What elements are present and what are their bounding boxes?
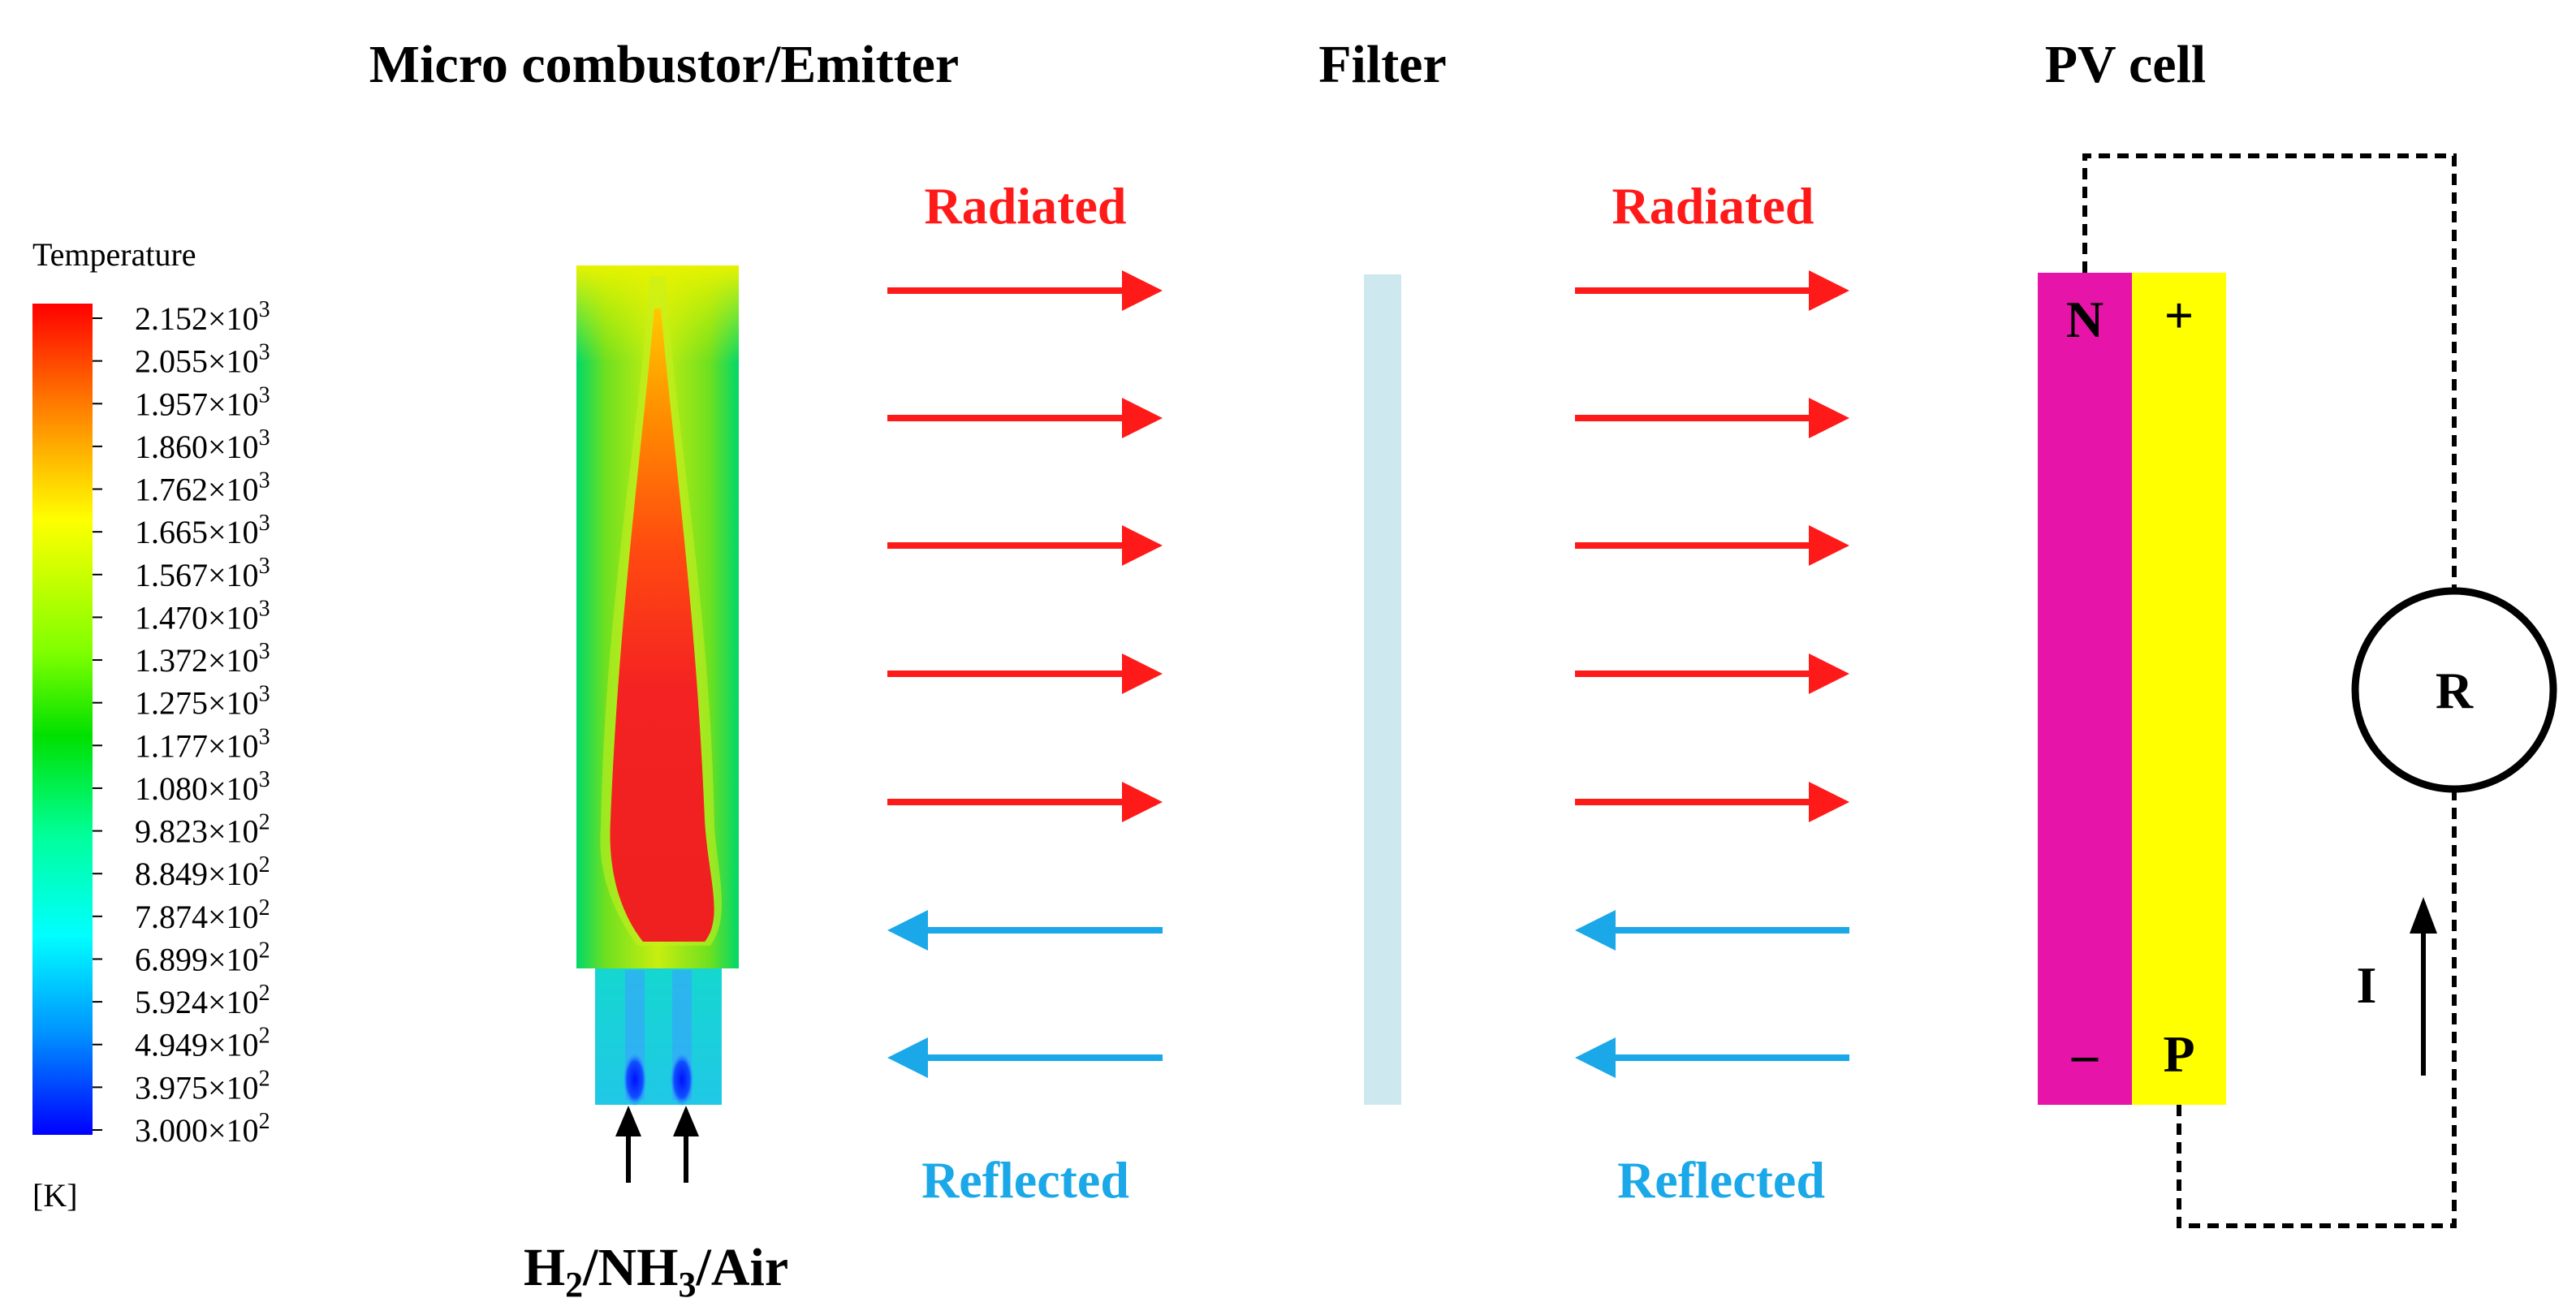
legend-tick-label: 1.275×103 bbox=[135, 682, 270, 722]
legend-tick-label: 2.152×103 bbox=[135, 297, 270, 337]
legend-tick-label: 1.177×103 bbox=[135, 724, 270, 764]
reflected-arrow bbox=[1575, 910, 1616, 951]
inlet-mixture-label: H2/NH3/Air bbox=[524, 1238, 788, 1305]
filter-plate bbox=[1364, 274, 1401, 1105]
inlet-jet-left bbox=[624, 1054, 646, 1106]
legend-title: Temperature bbox=[32, 236, 196, 273]
n-label: N bbox=[2066, 291, 2104, 348]
legend-tick-label: 6.899×102 bbox=[135, 938, 270, 977]
inlet-jet-right bbox=[671, 1054, 693, 1106]
radiated-arrow bbox=[1809, 653, 1849, 694]
circuit-wire-top bbox=[2082, 153, 2457, 591]
legend-tick-label: 3.000×102 bbox=[135, 1109, 270, 1149]
inlet-arrow-left bbox=[615, 1106, 641, 1136]
legend-tick-label: 9.823×102 bbox=[135, 810, 270, 850]
legend-tick-label: 1.470×103 bbox=[135, 596, 270, 636]
legend-tick-label: 8.849×102 bbox=[135, 852, 270, 892]
legend-tick-label: 4.949×102 bbox=[135, 1024, 270, 1063]
radiated-arrow bbox=[1809, 270, 1849, 311]
legend-tick-label: 7.874×102 bbox=[135, 895, 270, 935]
radiated-arrow bbox=[1122, 525, 1163, 566]
pv-p-layer bbox=[2132, 273, 2226, 1105]
combustor-header: Micro combustor/Emitter bbox=[369, 35, 959, 94]
flame-core bbox=[610, 308, 714, 942]
reflected-arrow bbox=[1575, 1037, 1616, 1078]
radiated-label-left: Radiated bbox=[925, 177, 1127, 235]
filter-header: Filter bbox=[1318, 35, 1447, 94]
external-circuit: R I bbox=[2082, 153, 2557, 1228]
legend-unit: [K] bbox=[32, 1177, 78, 1214]
p-label: P bbox=[2163, 1025, 2194, 1083]
minus-label: – bbox=[2071, 1025, 2099, 1083]
plus-label: + bbox=[2164, 287, 2194, 344]
reflected-label-right: Reflected bbox=[1617, 1151, 1825, 1209]
resistor-circle bbox=[2351, 587, 2557, 793]
radiated-label-right: Radiated bbox=[1612, 177, 1814, 235]
current-label: I bbox=[2357, 956, 2377, 1014]
reflected-label-left: Reflected bbox=[921, 1151, 1129, 1209]
current-arrow bbox=[2410, 897, 2437, 934]
legend-tick-label: 1.665×103 bbox=[135, 511, 270, 550]
legend-tick-label: 3.975×102 bbox=[135, 1066, 270, 1106]
radiated-arrow bbox=[1809, 525, 1849, 566]
legend-tick-label: 5.924×102 bbox=[135, 981, 270, 1020]
radiated-arrow bbox=[1122, 398, 1163, 438]
legend-tick-label: 1.860×103 bbox=[135, 425, 270, 465]
micro-combustor: H2/NH3/Air bbox=[524, 265, 788, 1305]
radiated-arrow bbox=[1809, 398, 1849, 438]
radiation-arrows bbox=[887, 270, 1849, 1078]
inlet-arrow-right bbox=[673, 1106, 699, 1136]
legend-ticks: 2.152×1032.055×1031.957×1031.860×1031.76… bbox=[93, 297, 270, 1149]
temperature-legend: Temperature 2.152×1032.055×1031.957×1031… bbox=[32, 236, 270, 1214]
reflected-arrow bbox=[887, 1037, 928, 1078]
legend-tick-label: 1.957×103 bbox=[135, 382, 270, 422]
radiated-arrow bbox=[1122, 782, 1163, 822]
pv-header: PV cell bbox=[2045, 35, 2207, 94]
color-bar bbox=[32, 304, 93, 1135]
legend-tick-label: 1.080×103 bbox=[135, 767, 270, 807]
resistor-label: R bbox=[2436, 662, 2474, 719]
radiated-arrow bbox=[1809, 782, 1849, 822]
legend-tick-label: 2.055×103 bbox=[135, 340, 270, 380]
radiated-arrow bbox=[1122, 270, 1163, 311]
combustor-inlet-tube bbox=[595, 968, 722, 1105]
circuit-wire-bottom bbox=[2177, 789, 2457, 1228]
legend-tick-label: 1.567×103 bbox=[135, 554, 270, 593]
radiated-arrow bbox=[1122, 653, 1163, 694]
reflected-arrow bbox=[887, 910, 928, 951]
pv-n-layer bbox=[2038, 273, 2132, 1105]
legend-tick-label: 1.372×103 bbox=[135, 639, 270, 679]
legend-tick-label: 1.762×103 bbox=[135, 468, 270, 508]
pv-cell: N + – P bbox=[2038, 273, 2226, 1105]
